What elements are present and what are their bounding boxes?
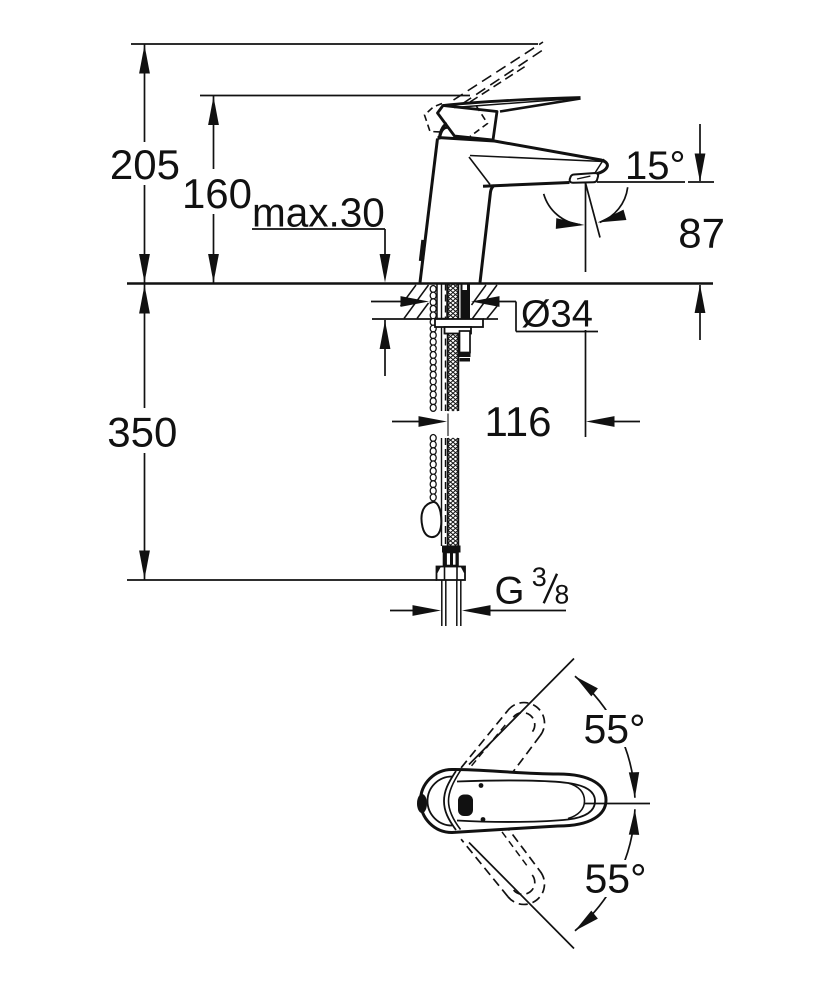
svg-text:15°: 15° [625,144,686,188]
svg-text:160: 160 [182,170,252,217]
svg-text:87: 87 [678,210,725,257]
svg-text:Ø34: Ø34 [521,294,593,336]
svg-text:350: 350 [107,409,177,456]
svg-text:max.30: max.30 [252,190,385,236]
svg-text:205: 205 [110,141,180,188]
svg-text:8: 8 [555,580,570,610]
svg-text:55°: 55° [585,856,647,902]
svg-text:55°: 55° [584,706,646,752]
svg-text:3: 3 [532,562,547,592]
svg-text:116: 116 [485,398,552,445]
svg-text:G: G [495,570,525,613]
